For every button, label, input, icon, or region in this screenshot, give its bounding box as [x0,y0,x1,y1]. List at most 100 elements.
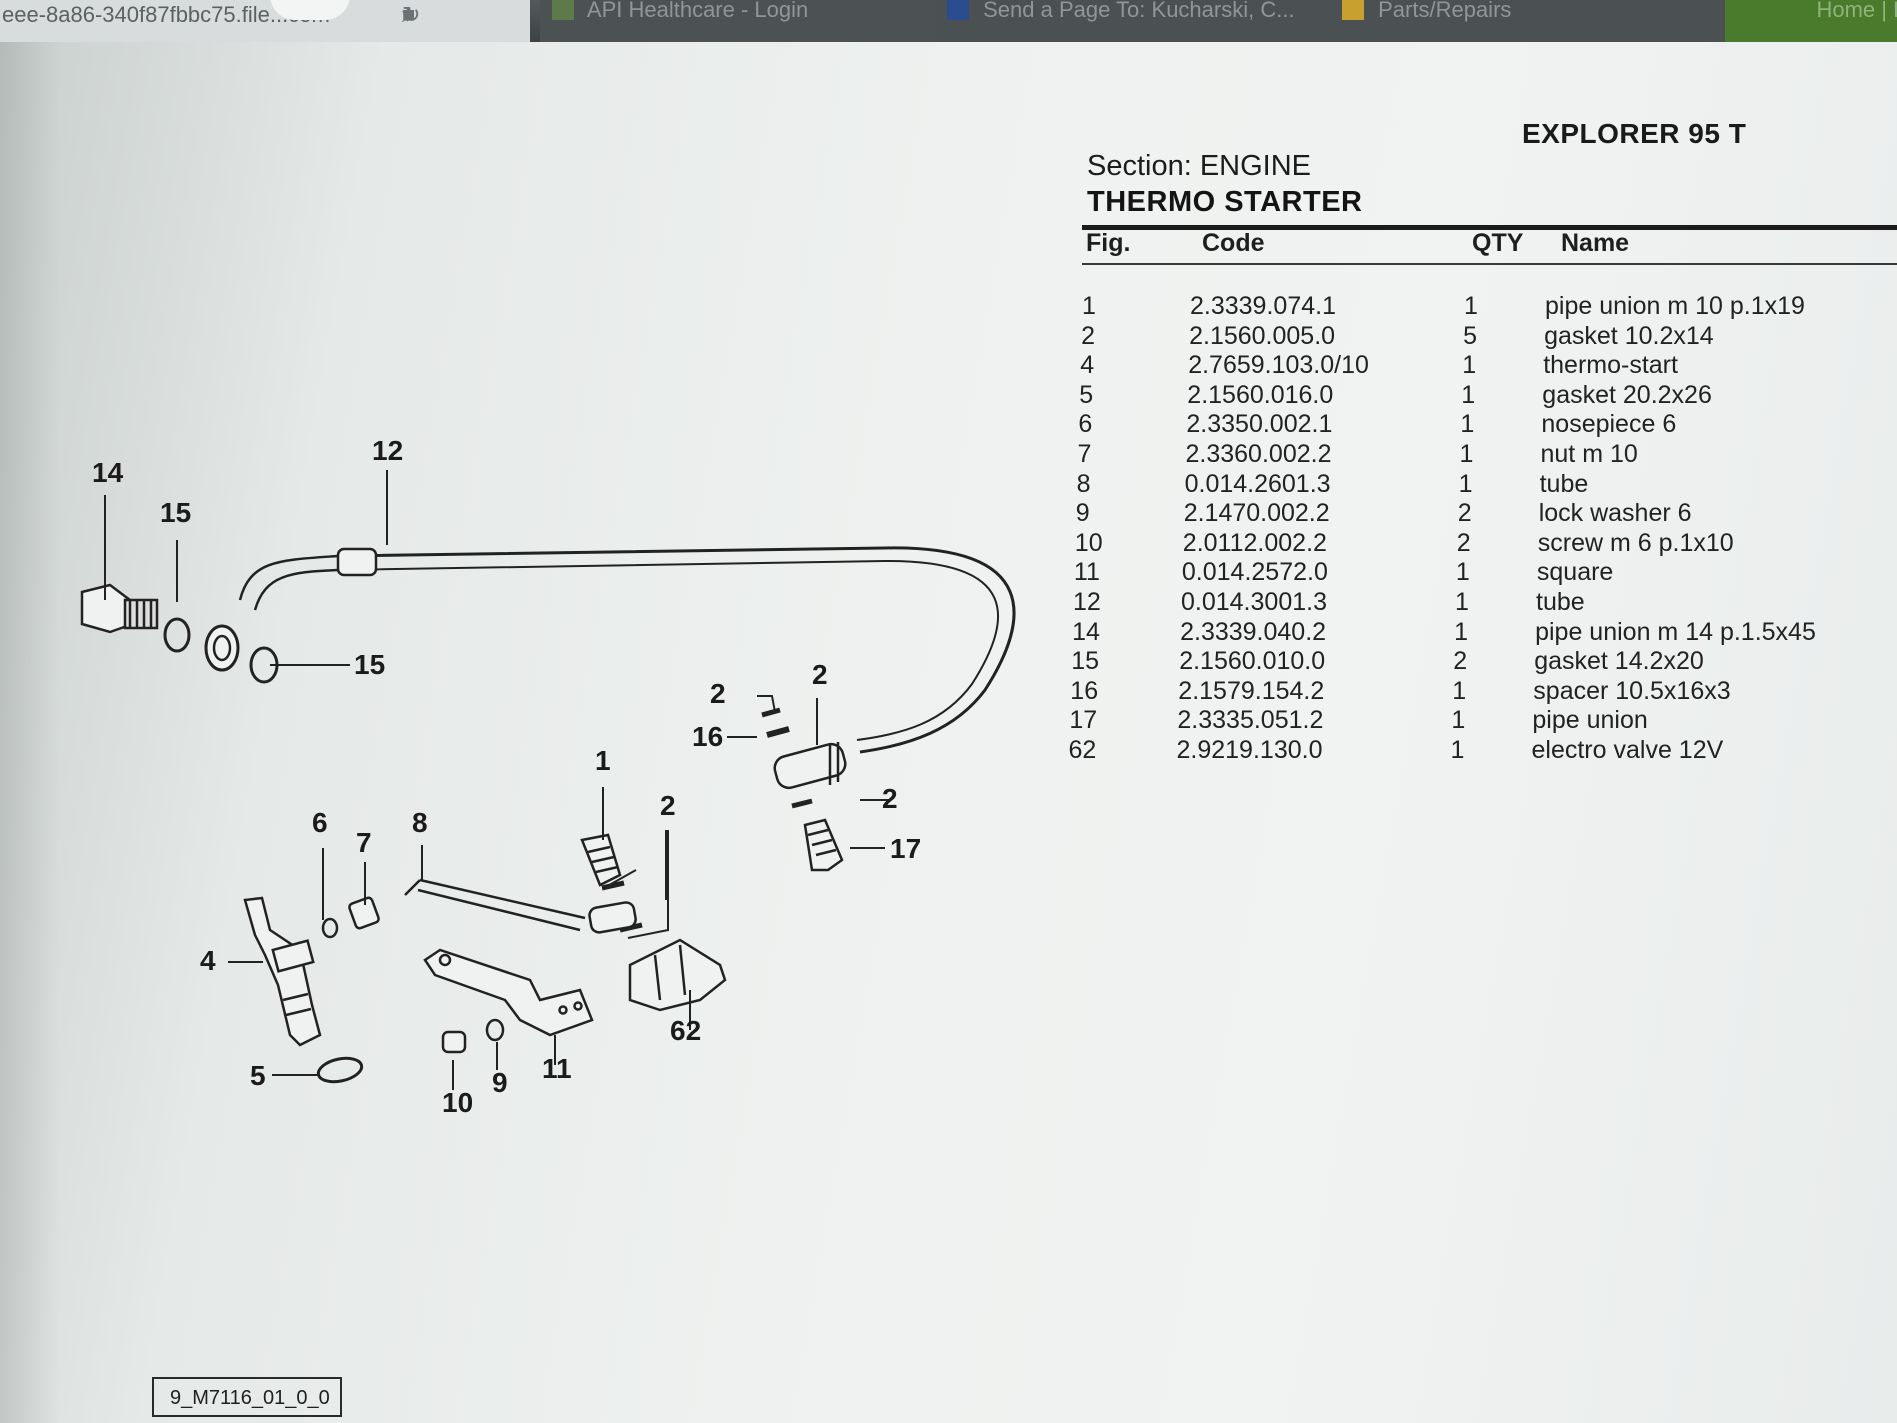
nosepiece-6 [321,917,339,939]
cell-qty: 2 [1453,647,1468,676]
callout-2c: 2 [660,790,676,821]
cell-fig: 4 [1080,351,1095,380]
callout-6: 6 [312,807,328,838]
cell-qty: 5 [1463,321,1477,350]
tube-8-end [588,901,637,934]
tube-8 [404,878,586,932]
refresh-icon[interactable]: ↻ [402,2,421,27]
cell-name: tube [1539,469,1589,498]
callout-11: 11 [542,1053,572,1084]
square-bracket-11 [423,948,594,1037]
tab-label: API Healthcare - Login [586,0,809,22]
app-icon [947,0,969,20]
cell-code: 2.0112.002.2 [1182,528,1327,557]
cell-qty: 1 [1459,440,1474,468]
cell-code: 2.3350.002.1 [1186,410,1333,439]
cell-qty: 1 [1450,736,1465,764]
tab-api-healthcare[interactable]: API Healthcare - Login [540,0,944,42]
gasket-5 [316,1056,364,1084]
col-header-fig: Fig. [1086,229,1131,257]
tab-home[interactable]: Home | H [1725,0,1897,42]
model-title: EXPLORER 95 T [1522,118,1747,149]
cell-qty: 1 [1452,676,1467,705]
cell-name: nosepiece 6 [1541,410,1677,439]
callout-1: 1 [595,745,611,776]
banjo-eye [204,624,240,672]
electro-valve-62 [628,938,727,1012]
tube-end-fitting [773,742,847,790]
page-edge-shadow [0,42,60,1423]
cell-fig: 14 [1072,617,1100,646]
cell-code: 2.1560.010.0 [1179,647,1326,676]
cell-code: 2.3360.002.2 [1185,440,1332,468]
cell-fig: 15 [1071,647,1099,676]
gasket-2b [791,798,813,809]
cell-code: 2.3335.051.2 [1177,706,1324,735]
cell-name: pipe union m 10 p.1x19 [1545,292,1805,320]
cell-qty: 1 [1455,588,1469,616]
browser-tab-bar: eee-8a86-340f87fbbc75.file...com ⌕ ▾ ■ ↻… [0,0,1897,42]
cell-code: 2.3339.040.2 [1180,617,1327,646]
callout-10: 10 [442,1087,473,1118]
cell-fig: 12 [1073,588,1101,616]
cell-name: gasket 10.2x14 [1544,321,1714,350]
col-header-code: Code [1202,229,1265,257]
cell-code: 2.9219.130.0 [1176,736,1323,764]
document-id-box: 9_M7116_01_0_0 [152,1377,342,1417]
address-bar[interactable]: eee-8a86-340f87fbbc75.file...com ⌕ ▾ ■ ↻ [0,0,530,42]
callout-12: 12 [372,435,403,466]
tab-label: Send a Page To: Kucharski, C... [983,0,1295,22]
spacer-16 [766,726,790,738]
callout-15b: 15 [354,649,385,680]
cell-name: spacer 10.5x16x3 [1533,676,1731,705]
cell-fig: 16 [1070,676,1099,705]
group-title: THERMO STARTER [1087,186,1363,218]
gasket-15a [163,617,191,653]
document-page [0,42,1897,1423]
lock-icon: ■ [402,2,416,27]
cell-name: nut m 10 [1540,440,1638,468]
cell-name: gasket 20.2x26 [1542,380,1712,409]
thermo-start-4 [243,896,322,1047]
lock-washer-9 [485,1018,505,1042]
chevron-down-icon[interactable]: ▾ [402,2,414,27]
tube-bend [238,554,339,611]
header-underline [1082,263,1897,265]
nut-7 [348,896,380,930]
callout-62: 62 [670,1015,701,1046]
gasket-2a [761,707,781,718]
screw-10 [441,1030,467,1054]
cell-qty: 1 [1461,380,1476,409]
tab-parts-repairs[interactable]: Parts/Repairs [1330,0,1744,42]
cell-code: 0.014.2572.0 [1181,558,1328,587]
cell-code: 2.7659.103.0/10 [1188,351,1369,380]
col-header-qty: QTY [1472,229,1524,257]
tube-12 [337,546,1016,754]
cell-qty: 1 [1451,706,1466,735]
tab-send-a-page[interactable]: Send a Page To: Kucharski, C... [935,0,1349,42]
cell-code: 2.1560.005.0 [1189,321,1336,350]
cell-qty: 1 [1455,558,1470,587]
cell-name: pipe union [1532,706,1648,735]
cell-qty: 1 [1462,351,1477,380]
cell-name: tube [1536,588,1585,616]
cell-name: thermo-start [1543,351,1678,380]
search-icon[interactable]: ⌕ [402,2,415,27]
callout-5: 5 [250,1060,266,1091]
cell-fig: 8 [1076,469,1091,498]
cell-name: screw m 6 p.1x10 [1537,528,1734,557]
cell-qty: 2 [1457,499,1472,528]
callout-2a: 2 [710,678,726,709]
cell-code: 2.1560.016.0 [1187,380,1334,409]
app-icon [1342,0,1364,20]
cell-name: gasket 14.2x20 [1534,647,1704,676]
pipe-union-17 [803,818,844,872]
cell-qty: 1 [1460,410,1475,439]
callout-8: 8 [412,807,428,838]
cell-fig: 9 [1075,499,1090,528]
tube-12-inner [337,559,999,741]
tab-label: Home | H [1816,0,1897,22]
callout-17: 17 [890,833,921,864]
cell-code: 0.014.3001.3 [1181,588,1327,616]
callout-2d: 2 [882,783,898,814]
